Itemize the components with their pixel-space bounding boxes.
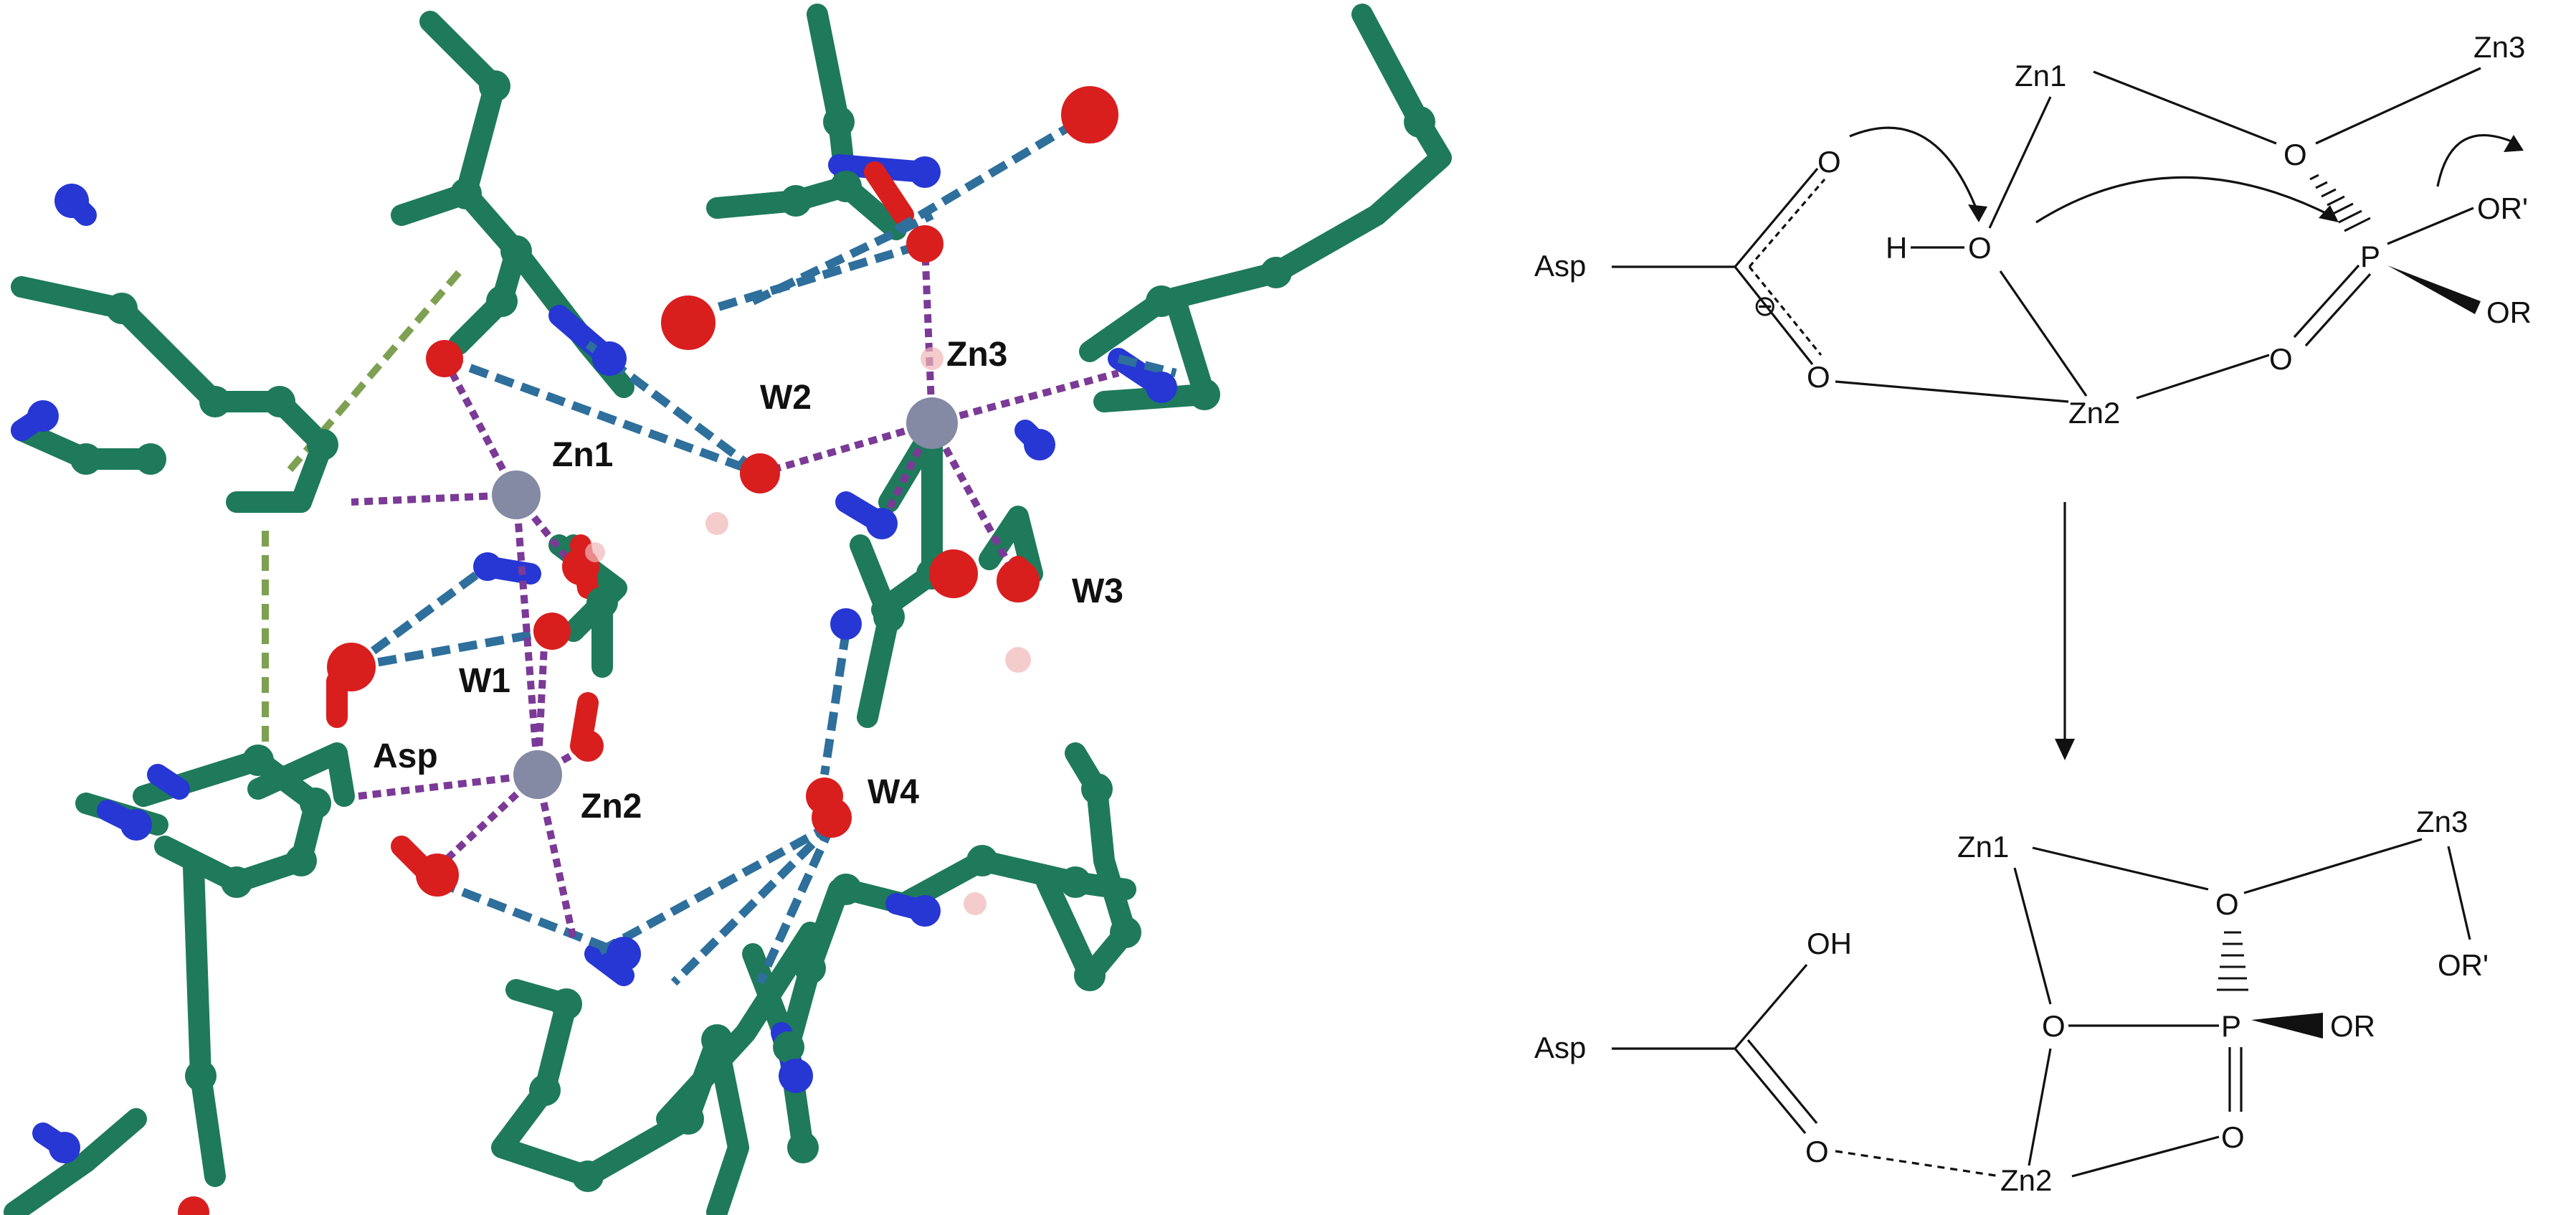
top-o-phosphoryl: O — [2269, 342, 2293, 376]
bottom-o-carbonyl: O — [1805, 1135, 1829, 1168]
top-negative-charge: ⊖ — [1753, 290, 1777, 322]
bottom-o-bridge-zn3: O — [2215, 887, 2239, 921]
hydrogen-bonds — [348, 110, 1177, 986]
top-o-lower: O — [1807, 360, 1830, 394]
bottom-asp-label: Asp — [1534, 1031, 1586, 1064]
hydrogen-atoms — [585, 347, 1031, 915]
top-zn1: Zn1 — [2015, 59, 2066, 93]
top-zn2: Zn2 — [2068, 396, 2120, 430]
oxygen-atoms — [178, 86, 1118, 1215]
label-zn1: Zn1 — [552, 436, 613, 474]
structure-3d-panel: Zn1 Zn2 Zn3 W1 W2 W3 W4 Asp — [4, 4, 1452, 1215]
bottom-o-phosphoryl: O — [2221, 1120, 2245, 1154]
carbon-atoms — [70, 70, 1435, 1192]
top-o-hydroxide: O — [1968, 231, 1992, 265]
top-zn3: Zn3 — [2473, 30, 2525, 64]
bottom-or: OR — [2330, 1009, 2375, 1043]
label-zn2: Zn2 — [581, 788, 642, 826]
top-asp-label: Asp — [1534, 249, 1586, 283]
bottom-oh: OH — [1807, 927, 1852, 960]
water-w3 — [997, 559, 1040, 602]
top-o-upper: O — [1817, 145, 1841, 179]
top-o-bridge: O — [2283, 138, 2307, 171]
label-w1: W1 — [459, 662, 510, 700]
zinc-ion-1 — [492, 471, 541, 519]
top-or-prime: OR' — [2477, 192, 2528, 225]
top-p: P — [2360, 240, 2380, 273]
top-h: H — [1886, 231, 1907, 265]
bottom-zn2: Zn2 — [2000, 1163, 2052, 1197]
bottom-o-bridge-zn1: O — [2042, 1009, 2066, 1043]
zinc-ion-2 — [513, 750, 562, 799]
mechanism-scheme-bottom: Asp OH O Zn1 Zn3 OR' O P O OR O — [1534, 805, 2489, 1197]
bottom-or-prime: OR' — [2438, 948, 2489, 982]
oxygen-sticks — [326, 161, 1029, 886]
nitrogen-atoms — [27, 156, 1177, 1163]
label-w2: W2 — [760, 379, 812, 417]
bottom-zn1: Zn1 — [1957, 830, 2009, 864]
water-w1 — [533, 613, 571, 650]
zinc-ions — [492, 397, 958, 799]
mechanism-scheme-top: Asp O O ⊖ H O Zn1 Zn3 O P — [1534, 30, 2532, 760]
water-w4 — [812, 798, 852, 838]
bottom-p: P — [2221, 1009, 2241, 1043]
bottom-zn3: Zn3 — [2416, 805, 2468, 838]
water-w2 — [740, 453, 780, 493]
water-molecules — [533, 453, 1040, 838]
label-w4: W4 — [868, 773, 919, 811]
zinc-ion-3 — [906, 397, 958, 449]
label-asp: Asp — [373, 737, 438, 775]
top-or: OR — [2486, 296, 2532, 329]
label-zn3: Zn3 — [946, 336, 1007, 374]
label-w3: W3 — [1072, 572, 1123, 610]
metal-coordination — [351, 243, 1120, 941]
